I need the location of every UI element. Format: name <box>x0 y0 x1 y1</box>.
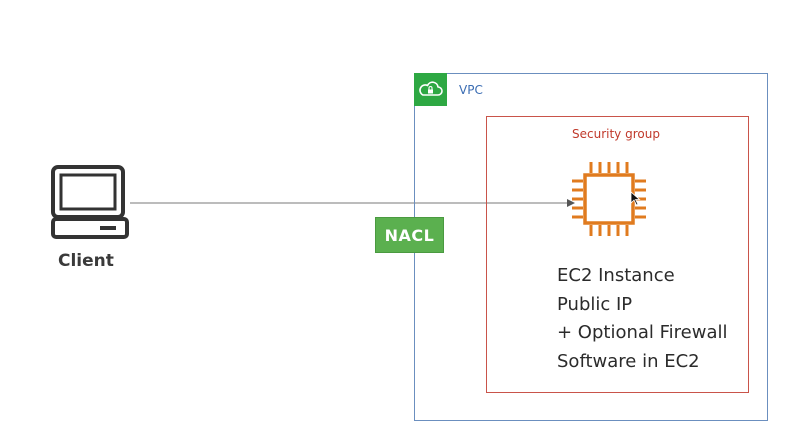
ec2-line-2: Public IP <box>557 293 633 315</box>
ec2-description: EC2 Instance Public IP + Optional Firewa… <box>557 262 728 376</box>
mouse-cursor-icon <box>630 191 641 206</box>
security-group-boundary <box>486 116 749 393</box>
client-label: Client <box>58 251 114 271</box>
vpc-label: VPC <box>459 83 483 97</box>
nacl-box: NACL <box>375 217 444 253</box>
security-group-label: Security group <box>572 127 660 141</box>
vpc-badge <box>414 73 447 106</box>
computer-icon <box>51 165 129 239</box>
connector-arrowhead <box>567 199 575 207</box>
ec2-line-3: + Optional Firewall <box>557 322 728 343</box>
ec2-line-1: EC2 Instance <box>557 265 675 286</box>
ec2-line-4: Software in EC2 <box>557 350 700 372</box>
cloud-lock-icon <box>419 81 443 96</box>
